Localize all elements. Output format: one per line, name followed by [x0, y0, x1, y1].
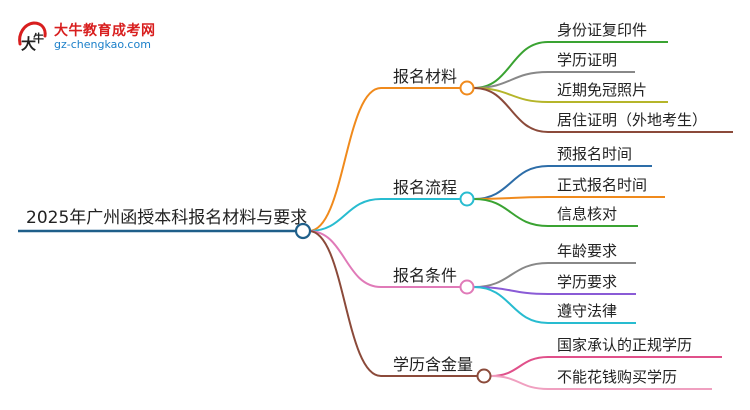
child-connector	[473, 196, 665, 200]
leaf-label: 不能花钱购买学历	[557, 368, 677, 386]
leaf-label: 近期免冠照片	[557, 81, 647, 99]
root-node	[294, 222, 312, 240]
branch-connector	[308, 198, 460, 232]
child-connector	[473, 198, 638, 227]
leaf-label: 信息核对	[557, 205, 617, 223]
branch-connector	[308, 87, 460, 232]
child-connector	[473, 87, 733, 133]
branch-node	[476, 368, 492, 384]
branch-label: 学历含金量	[393, 355, 473, 374]
leaf-label: 国家承认的正规学历	[557, 336, 692, 354]
svg-text:大: 大	[21, 35, 36, 53]
leaf-label: 学历要求	[557, 273, 617, 291]
brand-title: 大牛教育成考网	[54, 23, 156, 39]
leaf-label: 正式报名时间	[557, 176, 647, 194]
child-connector	[473, 286, 636, 324]
brand-mascot-icon: 大 牛	[18, 21, 47, 53]
leaf-label: 年龄要求	[557, 242, 617, 260]
brand-url: gz-chengkao.com	[54, 38, 151, 51]
child-connector	[490, 375, 712, 390]
branch-label: 报名流程	[393, 178, 457, 197]
brand-logo: 大 牛 大牛教育成考网 gz-chengkao.com	[14, 18, 174, 54]
leaf-label: 学历证明	[557, 51, 617, 69]
branch-label: 报名材料	[393, 67, 457, 86]
svg-text:牛: 牛	[33, 31, 44, 45]
child-connector	[473, 165, 652, 200]
leaf-label: 身份证复印件	[557, 21, 647, 39]
branch-connector	[308, 230, 460, 288]
child-connector	[473, 262, 636, 288]
leaf-label: 遵守法律	[557, 302, 617, 320]
branch-label: 报名条件	[393, 266, 457, 285]
branch-node	[459, 279, 475, 295]
child-connector	[473, 41, 668, 89]
child-connector	[490, 356, 722, 377]
leaf-label: 预报名时间	[557, 145, 632, 163]
child-connector	[473, 71, 635, 89]
child-connector	[473, 87, 668, 103]
leaf-label: 居住证明（外地考生）	[557, 111, 707, 129]
branch-node	[459, 191, 475, 207]
root-label: 2025年广州函授本科报名材料与要求	[26, 208, 307, 228]
branch-connector	[308, 230, 477, 377]
branch-node	[459, 80, 475, 96]
